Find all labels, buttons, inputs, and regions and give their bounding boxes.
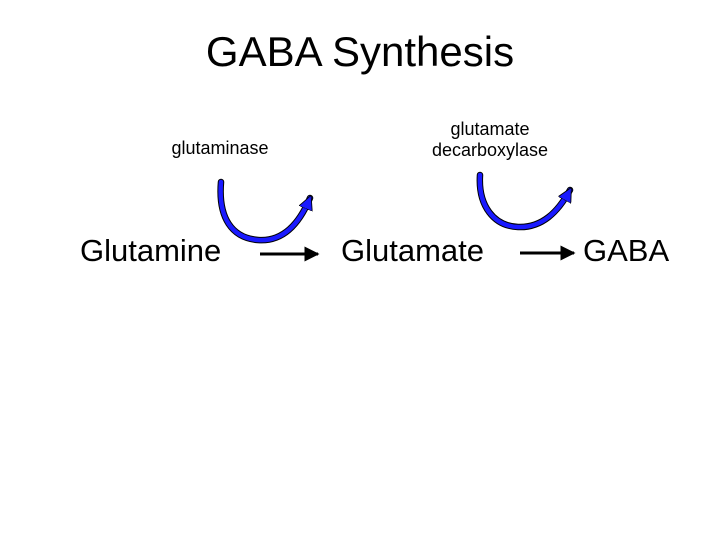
enzyme-label-glutaminase: glutaminase <box>171 138 269 158</box>
enzyme-label-line: decarboxylase <box>431 140 549 160</box>
slide-title: GABA Synthesis <box>205 28 515 75</box>
compound-glutamine: Glutamine <box>80 233 222 268</box>
enzyme-label-line: glutamate <box>450 119 530 139</box>
compound-glutamate: Glutamate <box>341 233 485 268</box>
compound-gaba: GABA <box>583 233 670 268</box>
enzyme-arrow-glutaminase-fill <box>218 179 310 243</box>
enzyme-label-glutamate-decarboxylase: glutamate decarboxylase <box>405 119 575 161</box>
enzyme-arrow-glutamate-decarboxylase-fill <box>477 172 573 230</box>
